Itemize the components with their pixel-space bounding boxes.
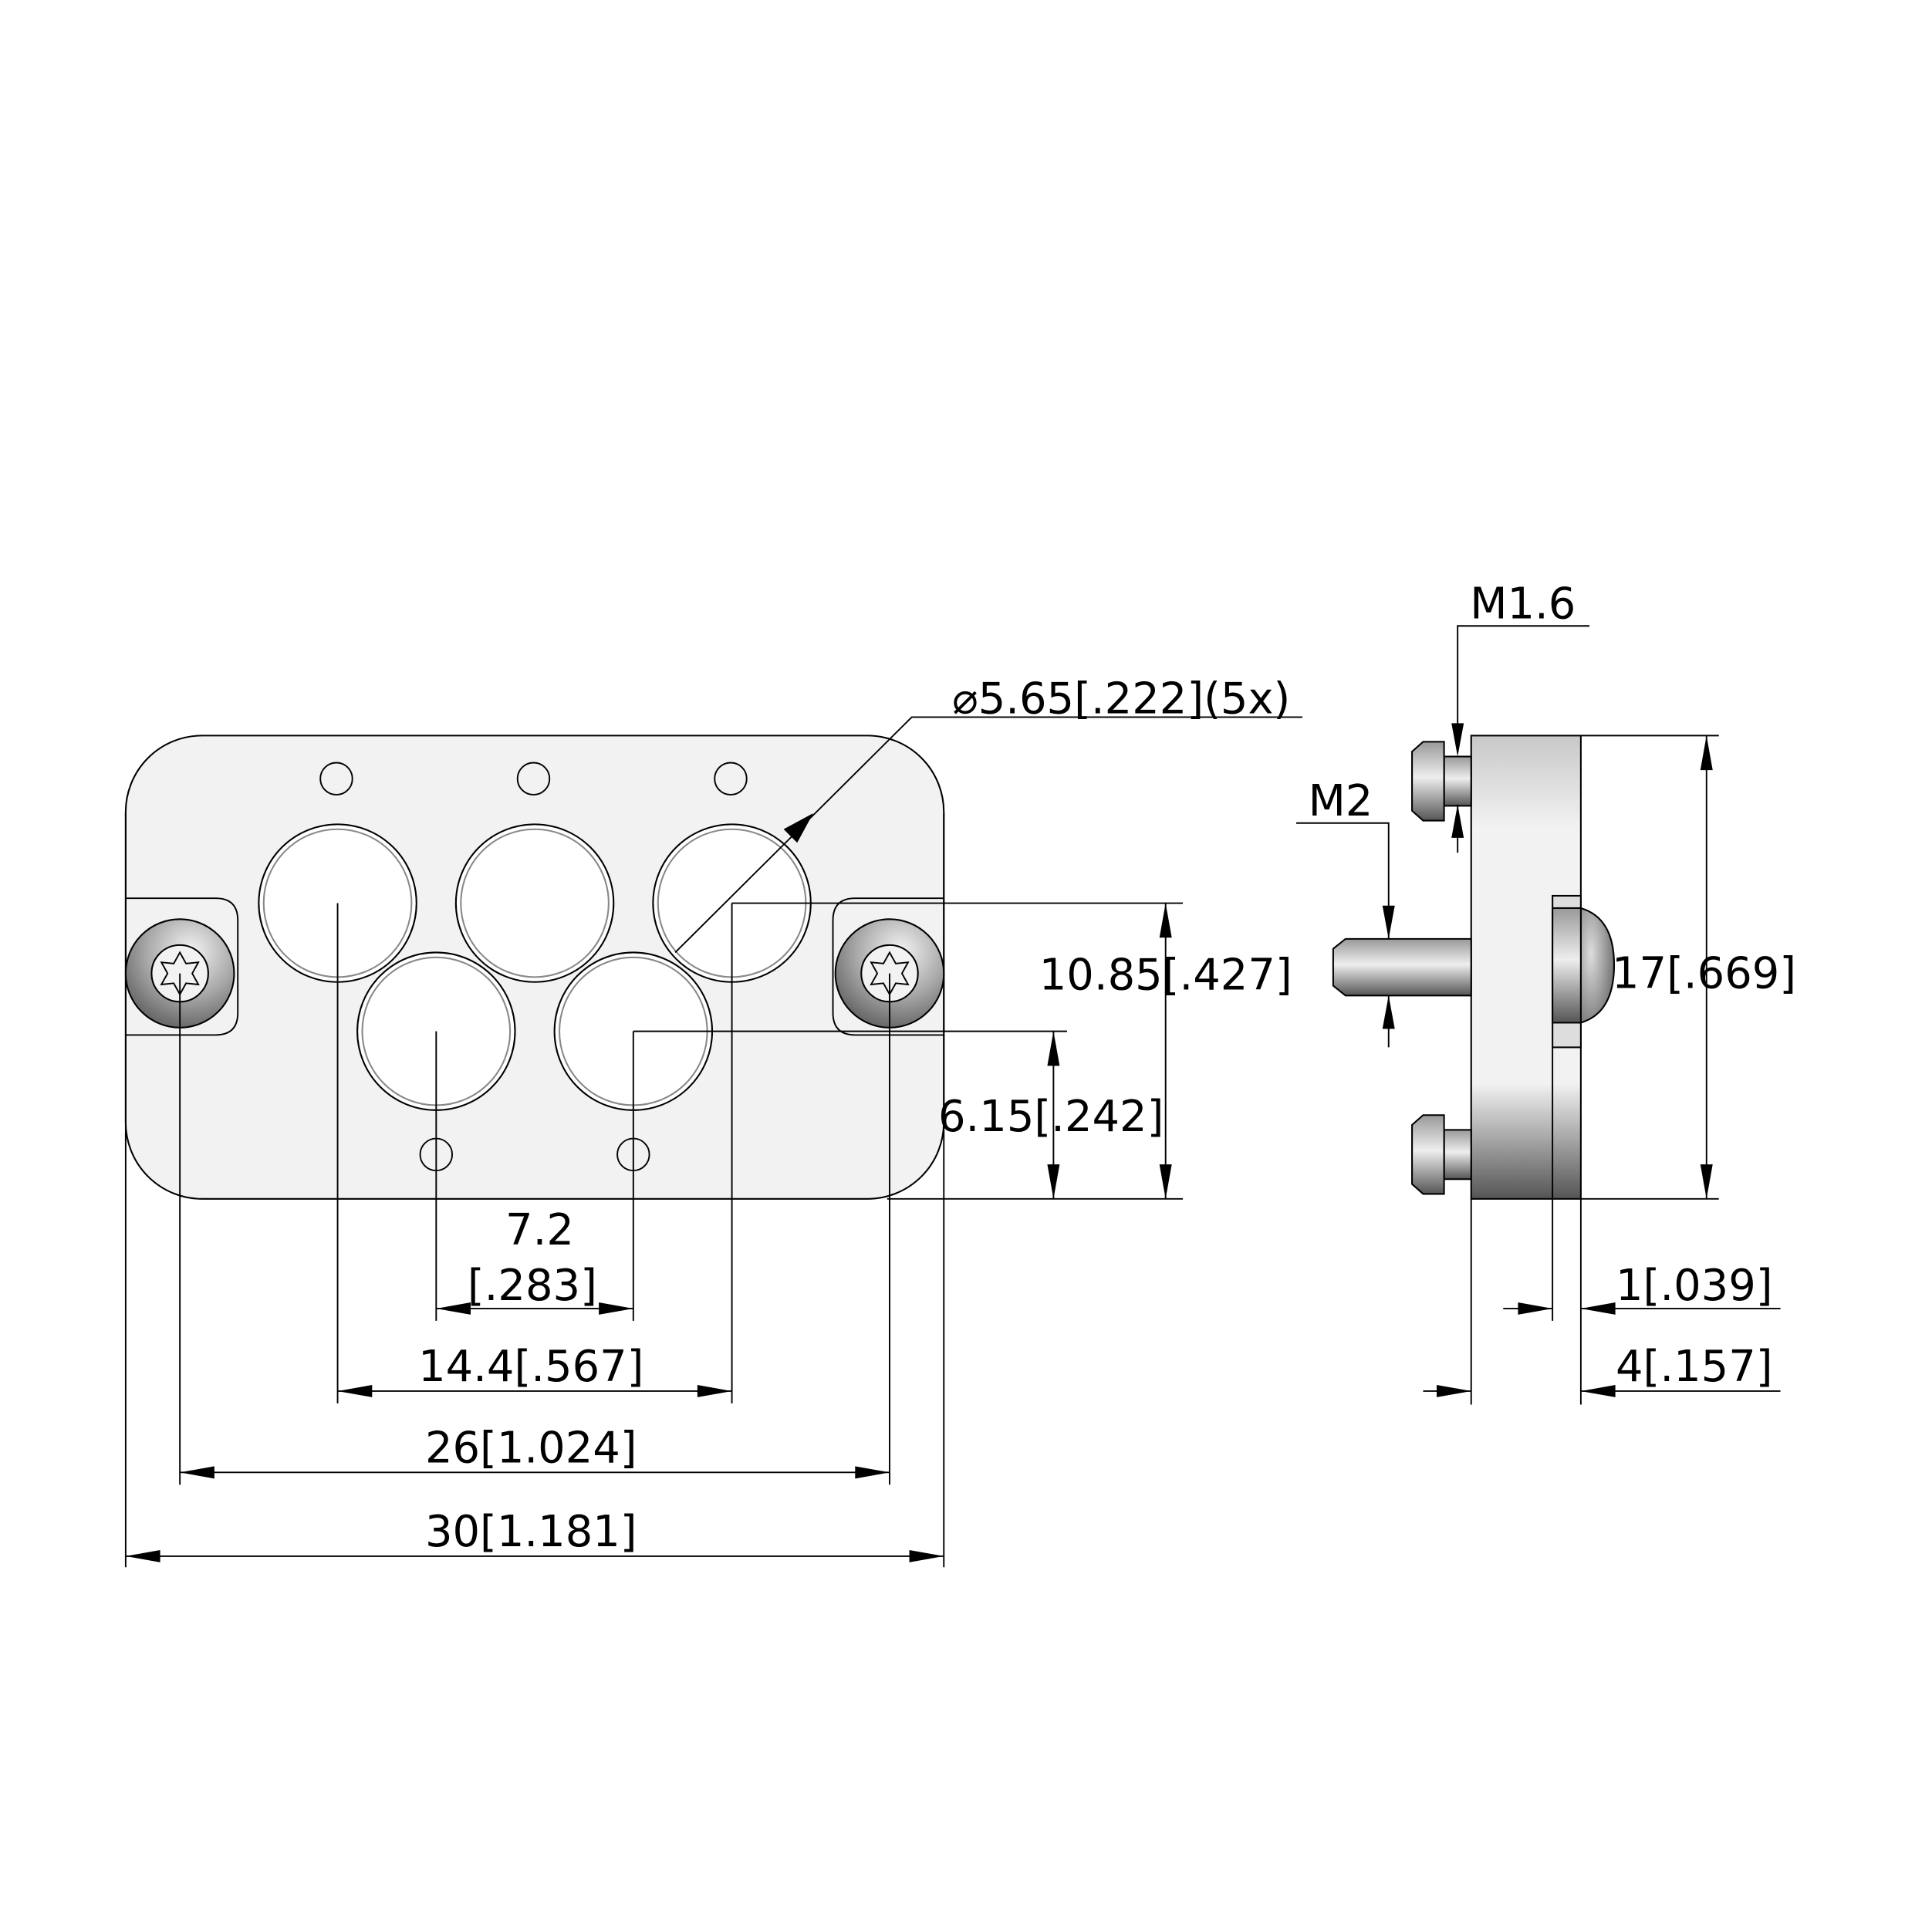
dimension-lines xyxy=(125,716,1302,1562)
extension-lines xyxy=(124,812,1184,1568)
dim-4-label: 4[.157] xyxy=(1616,1342,1773,1392)
dim-7-2-inch-label: [.283] xyxy=(468,1261,597,1311)
hole-diameter-label: ⌀5.65[.222](5x) xyxy=(952,674,1290,724)
m2-pin xyxy=(1332,937,1472,997)
dim-1-label: 1[.039] xyxy=(1616,1261,1773,1311)
m1-6-label: M1.6 xyxy=(1470,579,1576,630)
front-view: 30[1.181] 26[1.024] 14.4[.567] 7.2 [.283… xyxy=(124,674,1302,1568)
dim-14-4-label: 14.4[.567] xyxy=(418,1342,643,1392)
m2-label: M2 xyxy=(1309,776,1373,826)
dim-7-2-label: 7.2 xyxy=(505,1205,574,1255)
top-m1-6-screw xyxy=(1411,741,1472,822)
side-dimension-lines xyxy=(1295,625,1781,1405)
dim-30-label: 30[1.181] xyxy=(425,1507,637,1557)
side-view: M1.6 M2 17[.669] 1[.039] 4[.157] xyxy=(1295,579,1796,1405)
dim-6-15-label: 6.15[.242] xyxy=(938,1092,1164,1142)
dim-26-label: 26[1.024] xyxy=(425,1424,637,1474)
right-screw-tab xyxy=(832,897,944,1036)
dim-17-label: 17[.669] xyxy=(1612,949,1796,999)
dim-10-85-label: 10.85[.427] xyxy=(1039,950,1292,1000)
bottom-m1-6-screw xyxy=(1411,1114,1472,1195)
left-screw-tab xyxy=(125,897,239,1036)
dome-head xyxy=(1579,907,1616,1024)
